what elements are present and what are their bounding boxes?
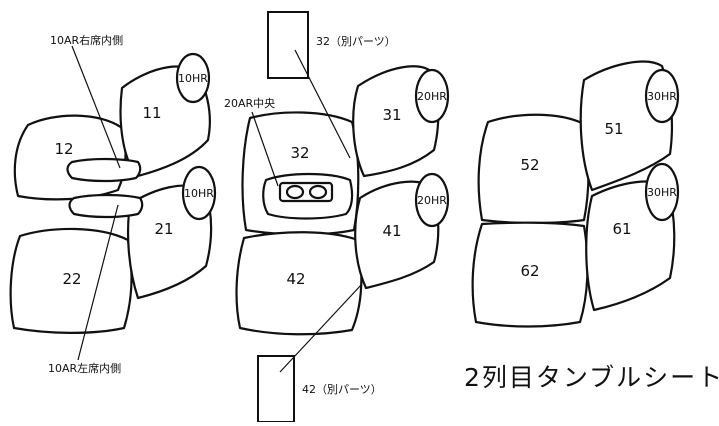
label-10hr-top: 10HR	[178, 72, 208, 85]
armrest-lower	[68, 193, 144, 219]
leader-10ar-right	[71, 45, 121, 169]
part-22-shape	[9, 227, 133, 334]
headrest-20hr-top	[414, 68, 450, 124]
label-part-52: 52	[520, 156, 539, 174]
diagram-title: 2列目タンブルシート	[464, 363, 719, 392]
label-part-21: 21	[154, 220, 173, 238]
middle-seat-group	[235, 11, 450, 423]
callout-10ar-right-inner: 10AR右席内側	[50, 33, 123, 47]
labels: 10AR右席内側 10AR左席内側 20AR中央 32（別パーツ） 42（別パー…	[48, 33, 719, 396]
part-32-box	[267, 11, 309, 79]
armrest-upper	[66, 157, 142, 183]
label-30hr-mid: 30HR	[647, 186, 677, 199]
label-part-42: 42	[286, 270, 305, 288]
label-part-22: 22	[62, 270, 81, 288]
callout-10ar-left-inner: 10AR左席内側	[48, 361, 121, 375]
label-part-12: 12	[54, 140, 73, 158]
label-part-32: 32	[290, 144, 309, 162]
leader-10ar-left	[77, 204, 119, 361]
part-52-shape	[477, 113, 590, 225]
label-part-31: 31	[382, 106, 401, 124]
leader-lines	[71, 45, 363, 373]
leader-20ar	[251, 111, 279, 187]
headrest-10hr-top	[175, 52, 211, 104]
label-part-51: 51	[604, 120, 623, 138]
label-part-41: 41	[382, 222, 401, 240]
callout-20ar-center: 20AR中央	[224, 97, 275, 110]
label-10hr-mid: 10HR	[184, 187, 214, 200]
headrest-10hr-mid	[181, 165, 217, 221]
headrest-30hr-mid	[644, 162, 680, 222]
label-part-62: 62	[520, 262, 539, 280]
right-seat-group	[471, 60, 680, 328]
label-20hr-top: 20HR	[417, 90, 447, 103]
part-42-shape	[235, 231, 363, 336]
callout-part-42: 42（別パーツ）	[302, 383, 382, 396]
leader-32-part	[294, 49, 351, 159]
leader-42-part	[279, 283, 363, 373]
cup-holder-left	[285, 184, 305, 200]
headrest-20hr-mid	[414, 172, 450, 228]
part-62-shape	[471, 221, 589, 328]
callout-part-32: 32（別パーツ）	[316, 35, 396, 48]
headrest-30hr-top	[644, 68, 680, 124]
label-part-61: 61	[612, 220, 631, 238]
part-42-box	[257, 355, 295, 423]
cup-holder-right	[308, 184, 328, 200]
label-part-11: 11	[142, 104, 161, 122]
label-30hr-top: 30HR	[647, 90, 677, 103]
label-20hr-mid: 20HR	[417, 194, 447, 207]
